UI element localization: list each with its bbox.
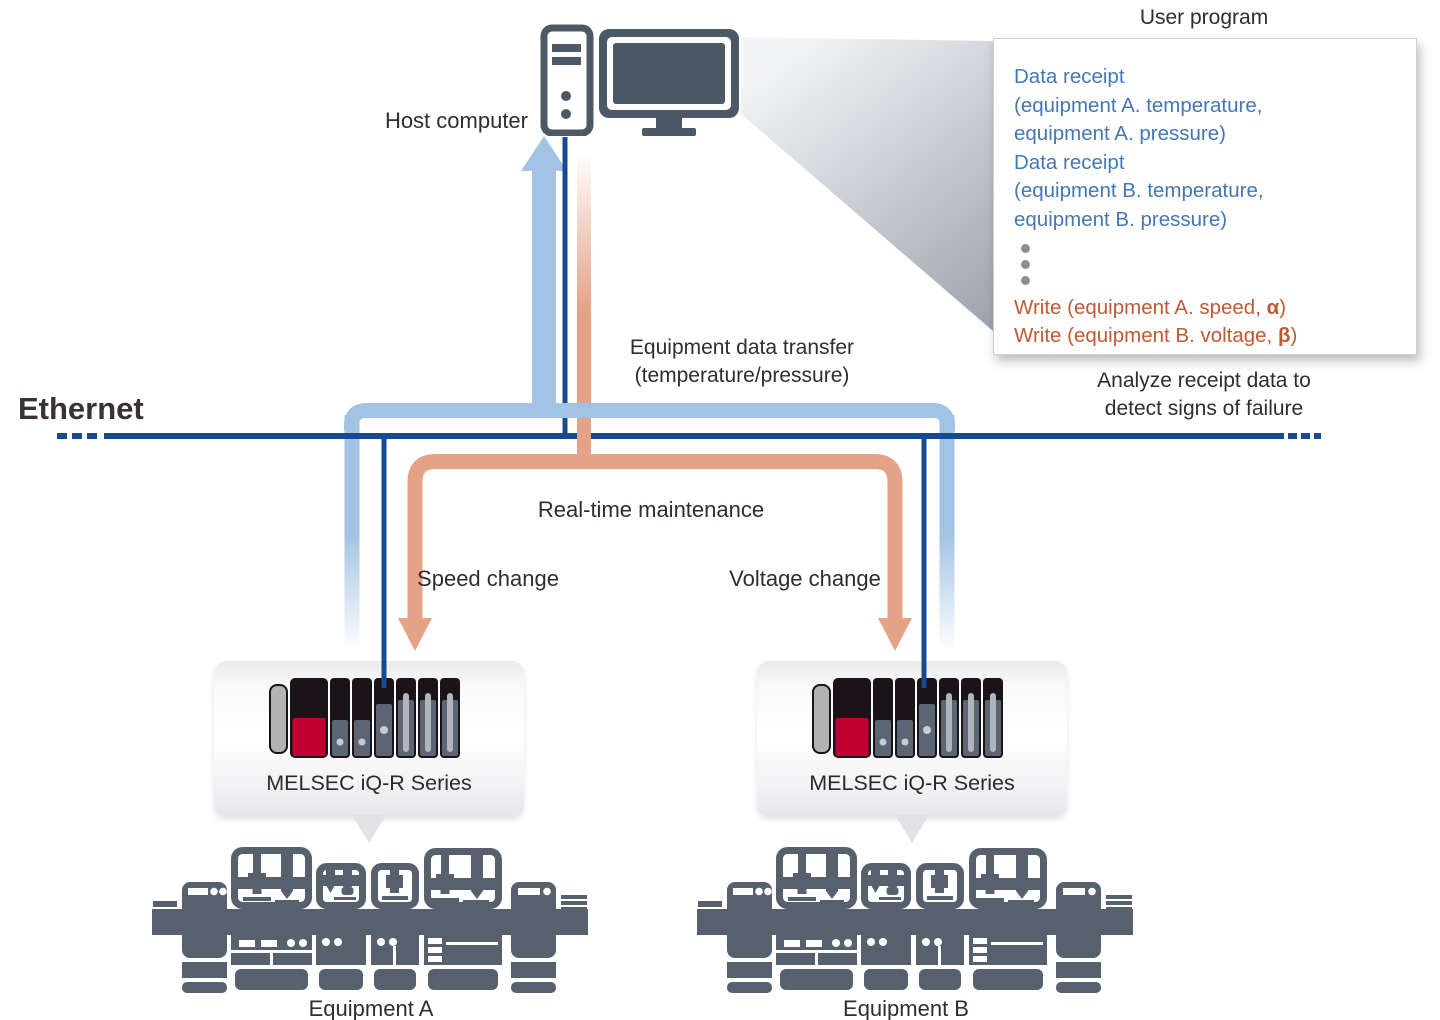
orange-arrowhead-b: [878, 618, 912, 651]
ellipsis-dot: [1021, 275, 1030, 285]
melsec-label-a: MELSEC iQ-R Series: [266, 771, 472, 795]
equipment-a-illustration: [150, 843, 590, 993]
callout-tail: [352, 815, 386, 843]
melsec-rack-icon: [269, 678, 461, 758]
ellipsis-dot: [1021, 243, 1030, 253]
program-line: equipment A. pressure): [1014, 122, 1226, 146]
data-transfer-caption: Equipment data transfer (temperature/pre…: [629, 336, 855, 387]
realtime-maintenance-label: Real-time maintenance: [537, 497, 765, 522]
program-line: Data receipt: [1014, 150, 1125, 174]
equipment-a-label: Equipment A: [308, 996, 434, 1020]
host-computer-label: Host computer: [384, 108, 528, 133]
orange-arrowhead-a: [398, 618, 432, 651]
analyze-caption: Analyze receipt data to detect signs of …: [1097, 369, 1311, 420]
ellipsis-dot: [1021, 259, 1030, 269]
screen-projection-beam: [741, 37, 993, 331]
melsec-rack-icon: [812, 678, 1004, 758]
program-write-line: Write (equipment B. voltage, β): [1014, 324, 1298, 348]
host-drop-line: [562, 137, 568, 436]
program-line: (equipment A. temperature,: [1014, 93, 1263, 117]
ethernet-trunk-line: [104, 433, 1284, 439]
blue-collector-bar: [344, 403, 955, 431]
callout-tail: [895, 815, 929, 843]
plc-box-b: MELSEC iQ-R Series: [757, 661, 1067, 843]
program-line: (equipment B. temperature,: [1014, 179, 1264, 203]
plc-box-a: MELSEC iQ-R Series: [214, 661, 524, 843]
host-computer-icon: [540, 24, 739, 136]
program-write-line: Write (equipment A. speed, α): [1014, 295, 1287, 319]
equipment-b-label: Equipment B: [843, 996, 969, 1020]
ethernet-label: Ethernet: [18, 391, 144, 426]
program-line: equipment B. pressure): [1014, 207, 1228, 231]
user-program-box: Data receipt (equipment A. temperature, …: [993, 38, 1417, 355]
voltage-change-label: Voltage change: [729, 566, 881, 591]
user-program-title: User program: [1139, 6, 1269, 29]
melsec-label-b: MELSEC iQ-R Series: [809, 771, 1015, 795]
plc-a-drop-line: [381, 436, 387, 688]
plc-b-drop-line: [921, 436, 927, 688]
program-line: Data receipt: [1014, 65, 1125, 88]
speed-change-label: Speed change: [417, 566, 559, 591]
equipment-b-illustration: [695, 843, 1135, 993]
ellipsis-dots: [1021, 243, 1416, 285]
blue-arrowhead-up: [521, 136, 567, 171]
